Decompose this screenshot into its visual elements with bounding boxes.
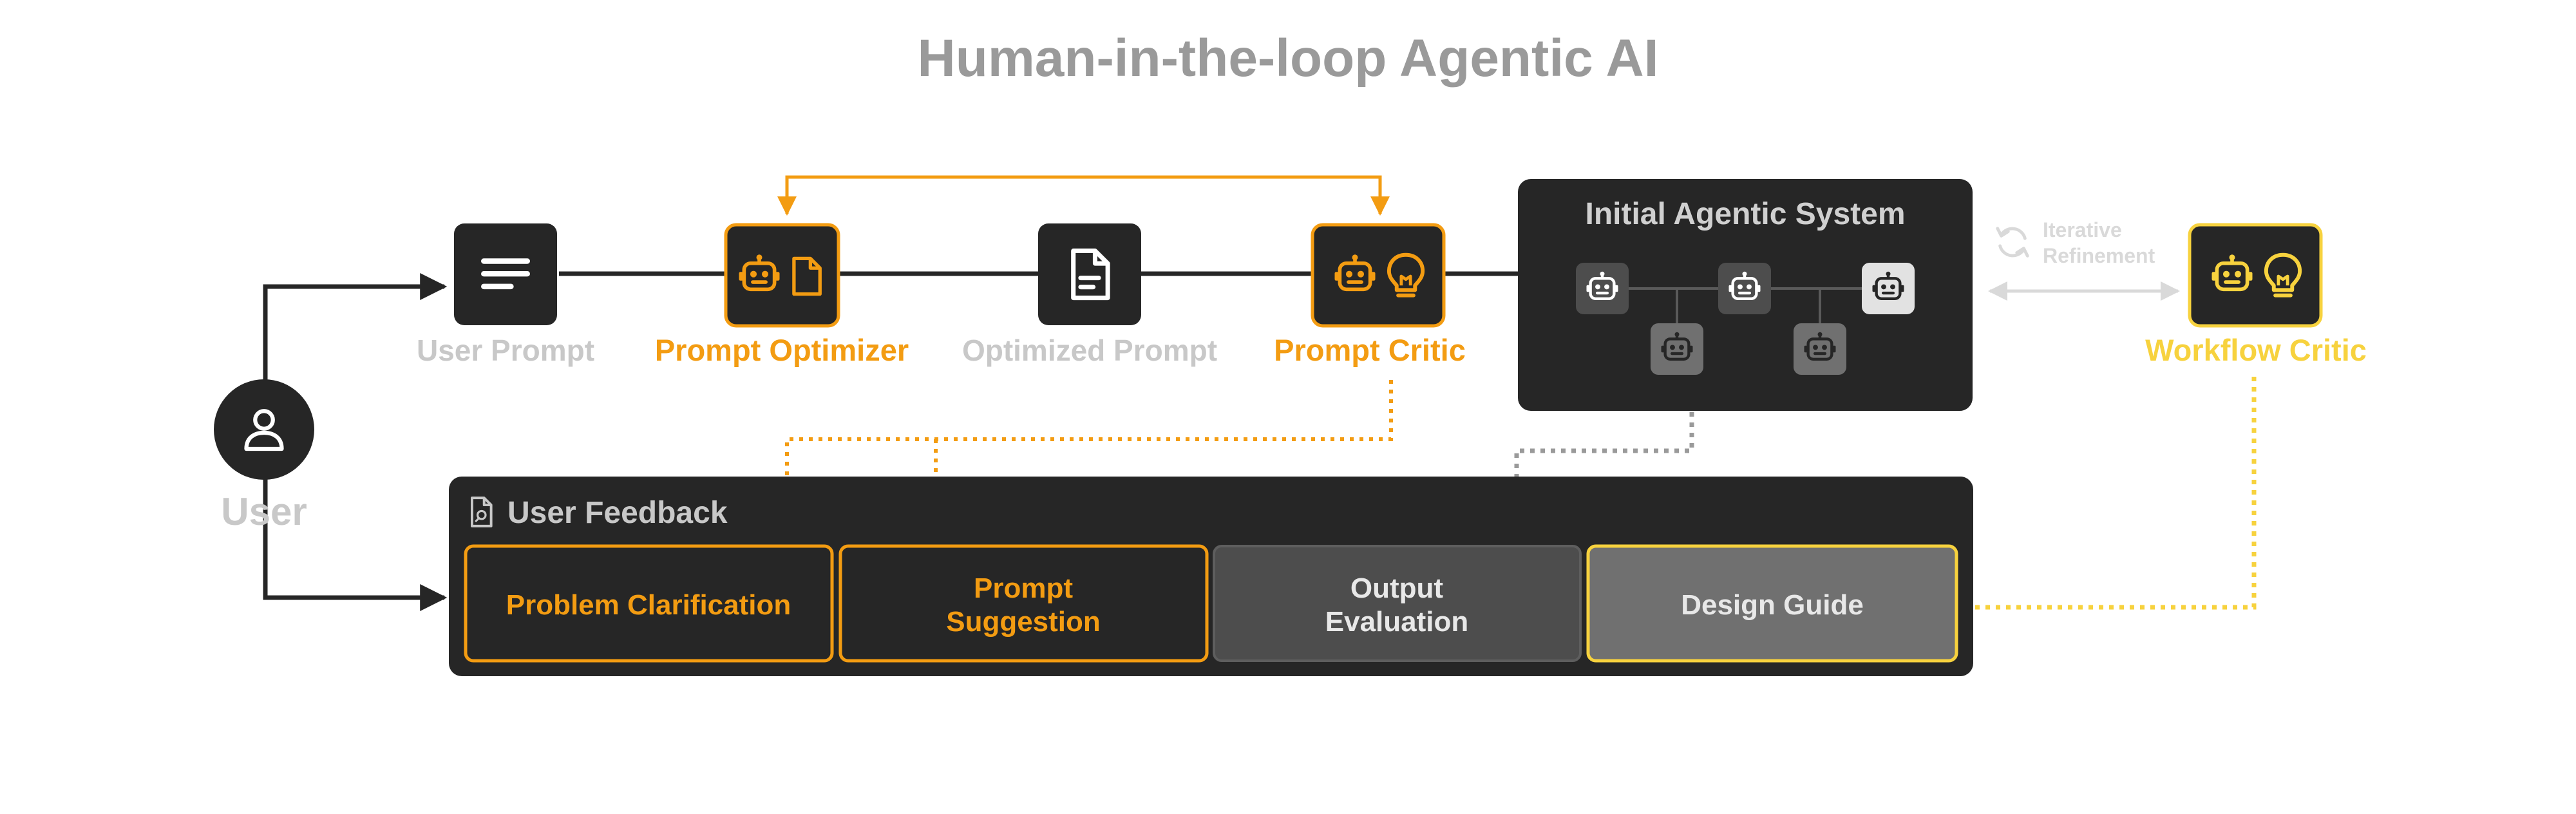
- iterative-line2: Refinement: [2043, 244, 2155, 267]
- agent-node: [1651, 323, 1703, 375]
- page-title: Human-in-the-loop Agentic AI: [918, 29, 1659, 88]
- user-feedback-panel: User Feedback Problem Clarification Prom…: [449, 477, 1973, 676]
- feedback-item-problem-clarification: Problem Clarification: [464, 544, 834, 663]
- workflow-critic-label: Workflow Critic: [2145, 333, 2367, 367]
- iterative-line1: Iterative: [2043, 218, 2122, 241]
- optimized-prompt-label: Optimized Prompt: [962, 334, 1217, 367]
- prompt-optimizer-label: Prompt Optimizer: [655, 333, 909, 367]
- refresh-icon: [1998, 229, 2028, 256]
- agent-node: [1576, 263, 1629, 314]
- iterative-refinement: Iterative Refinement: [1998, 218, 2155, 267]
- user-to-prompt-arrow: [263, 273, 448, 386]
- agentic-system-panel: Initial Agentic System: [1518, 179, 1973, 411]
- feedback-item-output-evaluation: Output Evaluation: [1213, 545, 1582, 662]
- agent-node: [1718, 263, 1771, 314]
- prompt-suggestion-line1: Prompt: [974, 573, 1073, 604]
- optimizer-critic-loop: [777, 175, 1390, 216]
- optimized-prompt-node: Optimized Prompt: [962, 223, 1217, 367]
- problem-clarification-label: Problem Clarification: [506, 589, 791, 621]
- user-prompt-label: User Prompt: [417, 334, 594, 367]
- prompt-critic-label: Prompt Critic: [1274, 333, 1466, 367]
- agentic-system-title: Initial Agentic System: [1585, 197, 1905, 231]
- user-label: User: [221, 490, 307, 533]
- workflow-design-dotted: [1961, 377, 2257, 610]
- prompt-suggestion-line2: Suggestion: [946, 606, 1101, 638]
- feedback-item-design-guide: Design Guide: [1586, 544, 1958, 663]
- agent-node: [1862, 263, 1915, 314]
- agent-node: [1794, 323, 1846, 375]
- user-prompt-node: User Prompt: [417, 223, 594, 367]
- output-evaluation-line1: Output: [1350, 573, 1444, 604]
- user-feedback-title: User Feedback: [507, 496, 728, 530]
- prompt-optimizer-node: Prompt Optimizer: [655, 223, 909, 367]
- prompt-critic-node: Prompt Critic: [1274, 223, 1466, 367]
- output-evaluation-line2: Evaluation: [1325, 606, 1469, 638]
- design-guide-label: Design Guide: [1681, 589, 1864, 621]
- workflow-critic-node: Workflow Critic: [2145, 223, 2367, 367]
- feedback-item-prompt-suggestion: Prompt Suggestion: [838, 544, 1209, 663]
- user-node: User: [214, 379, 314, 533]
- user-to-feedback-arrow: [263, 473, 448, 611]
- critic-feedback-dotted: [785, 380, 1393, 541]
